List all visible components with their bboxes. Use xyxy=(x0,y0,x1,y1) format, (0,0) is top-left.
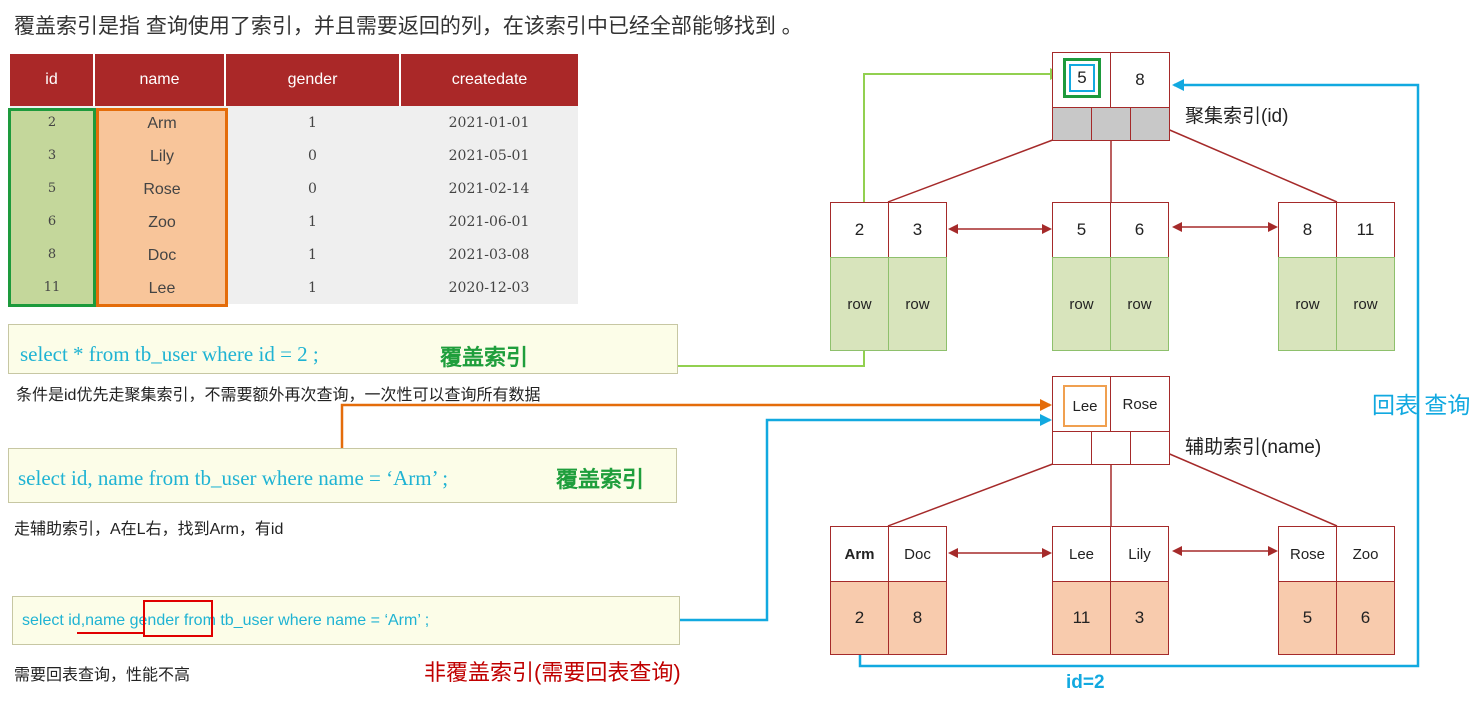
si-leaf-id: 2 xyxy=(830,581,889,655)
si-leaf-key: Arm xyxy=(830,526,889,582)
ci-leaf-row: row xyxy=(1278,257,1337,351)
secondary-index-label: 辅助索引(name) xyxy=(1185,437,1322,458)
si-leaf-id: 3 xyxy=(1110,581,1169,655)
query-box-1 xyxy=(8,324,678,374)
si-leaf-key: Rose xyxy=(1278,526,1337,582)
orange-arrow xyxy=(340,399,1052,448)
header-createdate: createdate xyxy=(400,54,578,106)
table-cell-createdate: 2021-06-01 xyxy=(400,205,578,238)
ci-line-right xyxy=(1164,127,1338,203)
ci-leaf-key: 8 xyxy=(1278,202,1337,258)
table-cell-gender: 0 xyxy=(225,139,400,172)
query-1-note: 条件是id优先走聚集索引，不需要额外再次查询，一次性可以查询所有数据 xyxy=(16,387,541,404)
ci-leaf-row: row xyxy=(1336,257,1395,351)
query-3-label: 非覆盖索引(需要回表查询) xyxy=(424,660,681,685)
si-leaf-key: Zoo xyxy=(1336,526,1395,582)
query-3-note: 需要回表查询，性能不高 xyxy=(14,667,191,684)
page-title: 覆盖索引是指 查询使用了索引，并且需要返回的列，在该索引中已经全部能够找到 。 xyxy=(14,15,803,38)
id-equals-label: id=2 xyxy=(1066,672,1105,693)
query-1-label: 覆盖索引 xyxy=(440,345,529,370)
ci-leaf-key: 11 xyxy=(1336,202,1395,258)
si-root-ptr-1 xyxy=(1052,431,1092,465)
si-root-ptr-3 xyxy=(1130,431,1170,465)
si-root-ptr-2 xyxy=(1091,431,1131,465)
table-cell-createdate: 2021-05-01 xyxy=(400,139,578,172)
table-cell-createdate: 2021-03-08 xyxy=(400,238,578,271)
clustered-index-label: 聚集索引(id) xyxy=(1185,106,1289,127)
ci-leaf-key: 6 xyxy=(1110,202,1169,258)
table-cell-createdate: 2020-12-03 xyxy=(400,271,578,304)
si-leaf-id: 6 xyxy=(1336,581,1395,655)
si-line-right xyxy=(1164,451,1338,527)
ci-leaf-key: 5 xyxy=(1052,202,1111,258)
si-leaf-id: 5 xyxy=(1278,581,1337,655)
table-cell-gender: 1 xyxy=(225,271,400,304)
query-box-2 xyxy=(8,448,677,503)
si-root-key-lee: Lee xyxy=(1063,385,1107,427)
gender-highlight-box xyxy=(143,600,213,637)
si-root-key-rose: Rose xyxy=(1110,376,1170,432)
back-to-table-label: 回表 查询 xyxy=(1372,392,1471,418)
table-cell-gender: 1 xyxy=(225,238,400,271)
si-leaf-key: Lee xyxy=(1052,526,1111,582)
ci-root-ptr-3 xyxy=(1130,107,1170,141)
query-1-sql: select * from tb_user where id = 2 ; xyxy=(20,342,319,366)
query-2-note: 走辅助索引，A在L右，找到Arm，有id xyxy=(14,521,284,538)
table-header-row: id name gender createdate xyxy=(10,54,578,106)
id-name-underline xyxy=(77,632,145,634)
blue-arrow-back-to-table xyxy=(858,79,1420,668)
query-3-select: select xyxy=(22,612,69,629)
ci-line-left xyxy=(887,137,1059,203)
ci-root-green-highlight xyxy=(1063,58,1101,98)
query-3-gender: gender xyxy=(129,612,180,629)
query-3-rest: from tb_user where name = ‘Arm’ ; xyxy=(179,612,430,629)
ci-leaf-row: row xyxy=(1052,257,1111,351)
ci-root-ptr-1 xyxy=(1052,107,1092,141)
ci-root-ptr-2 xyxy=(1091,107,1131,141)
ci-leaf-key: 2 xyxy=(830,202,889,258)
table-cell-gender: 1 xyxy=(225,205,400,238)
query-3-sql: select id,name gender from tb_user where… xyxy=(22,612,429,630)
header-id: id xyxy=(10,54,95,106)
table-cell-gender: 0 xyxy=(225,172,400,205)
si-leaf-id: 11 xyxy=(1052,581,1111,655)
ci-leaf-key: 3 xyxy=(888,202,947,258)
si-leaf-key: Lily xyxy=(1110,526,1169,582)
ci-leaf-row: row xyxy=(888,257,947,351)
table-cell-createdate: 2021-02-14 xyxy=(400,172,578,205)
ci-leaf-row: row xyxy=(1110,257,1169,351)
si-line-left xyxy=(887,461,1059,527)
ci-root-key-1 xyxy=(1052,52,1112,108)
si-leaf-key: Doc xyxy=(888,526,947,582)
header-name: name xyxy=(94,54,226,106)
header-gender: gender xyxy=(225,54,401,106)
query-box-3 xyxy=(12,596,680,645)
query-3-id-name: id,name xyxy=(68,612,130,629)
query-2-sql: select id, name from tb_user where name … xyxy=(18,466,449,490)
table-cell-createdate: 2021-01-01 xyxy=(400,106,578,139)
ci-root-key-8: 8 xyxy=(1110,52,1170,108)
si-leaf-id: 8 xyxy=(888,581,947,655)
ci-root-key-5: 5 xyxy=(1069,64,1095,92)
ci-leaf-row: row xyxy=(830,257,889,351)
blue-arrow-query xyxy=(680,414,1052,622)
table-cell-gender: 1 xyxy=(225,106,400,139)
query-2-label: 覆盖索引 xyxy=(556,467,645,492)
